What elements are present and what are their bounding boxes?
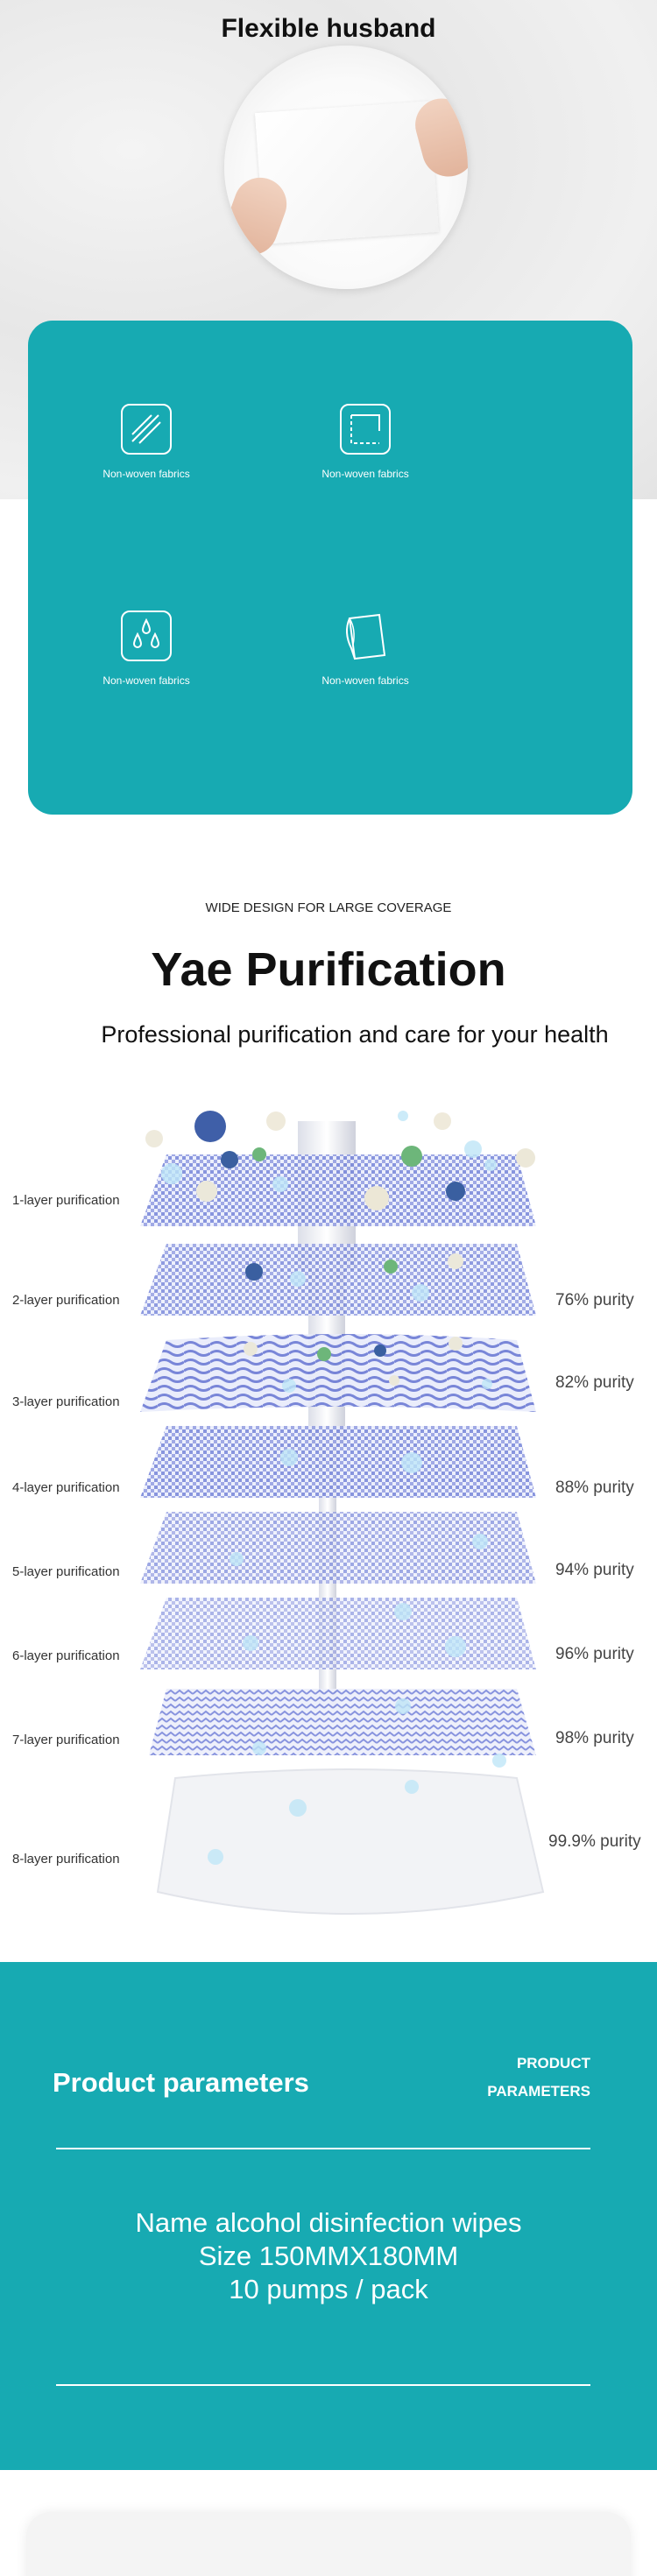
param-pack: 10 pumps / pack — [229, 2274, 428, 2304]
dashed-square-icon — [340, 404, 391, 455]
purity-label: 88% purity — [555, 1479, 634, 1497]
coverage-kicker: WIDE DESIGN FOR LARGE COVERAGE — [205, 900, 452, 915]
params-kicker-line: PARAMETERS — [487, 2083, 590, 2100]
layer-label: 5-layer purification — [12, 1564, 120, 1579]
divider — [56, 2384, 590, 2386]
product-parameters-section: Product parameters PRODUCT PARAMETERS Na… — [0, 1962, 657, 2470]
footer-card — [26, 2512, 631, 2576]
layer-label: 4-layer purification — [12, 1480, 120, 1495]
feature-item: Non-woven fabrics — [46, 610, 247, 687]
layer-label: 2-layer purification — [12, 1293, 120, 1308]
purity-label: 94% purity — [555, 1561, 634, 1579]
feature-label: Non-woven fabrics — [321, 674, 409, 687]
layer-label: 8-layer purification — [12, 1852, 120, 1867]
folded-sheet-icon — [345, 613, 386, 660]
purity-label: 98% purity — [555, 1729, 634, 1747]
purification-title: Yae Purification — [151, 943, 506, 996]
wipe-sheet — [255, 101, 439, 244]
feature-item: Non-woven fabrics — [265, 610, 466, 687]
purification-subtitle: Professional purification and care for y… — [101, 1021, 609, 1048]
layer-label: 1-layer purification — [12, 1193, 120, 1208]
features-panel: Non-woven fabrics Non-woven fabrics Non-… — [28, 321, 632, 815]
diagonal-lines-icon — [121, 404, 172, 455]
water-drops-icon — [121, 610, 172, 661]
feature-item: Non-woven fabrics — [265, 403, 466, 480]
params-kicker-line: PRODUCT — [516, 2055, 590, 2071]
feature-label: Non-woven fabrics — [102, 674, 190, 687]
layers-illustration — [140, 1111, 545, 1915]
purity-label: 96% purity — [555, 1645, 634, 1663]
param-size: Size 150MMX180MM — [198, 2241, 459, 2271]
params-kicker: PRODUCT PARAMETERS — [464, 2050, 590, 2106]
layer-label: 7-layer purification — [12, 1733, 120, 1747]
feature-item: Non-woven fabrics — [46, 403, 247, 480]
purity-label: 76% purity — [555, 1291, 634, 1309]
divider — [56, 2148, 590, 2149]
feature-label: Non-woven fabrics — [321, 468, 409, 480]
feature-label: Non-woven fabrics — [102, 468, 190, 480]
params-title: Product parameters — [53, 2067, 309, 2098]
hero-title: Flexible husband — [221, 14, 436, 43]
purity-label: 99.9% purity — [548, 1832, 641, 1851]
purity-label: 82% purity — [555, 1373, 634, 1392]
product-photo — [224, 46, 468, 289]
layers-diagram: 1-layer purification 2-layer purificatio… — [0, 1086, 657, 1944]
param-name: Name alcohol disinfection wipes — [135, 2207, 522, 2238]
layer-label: 6-layer purification — [12, 1648, 120, 1663]
layer-label: 3-layer purification — [12, 1394, 120, 1409]
